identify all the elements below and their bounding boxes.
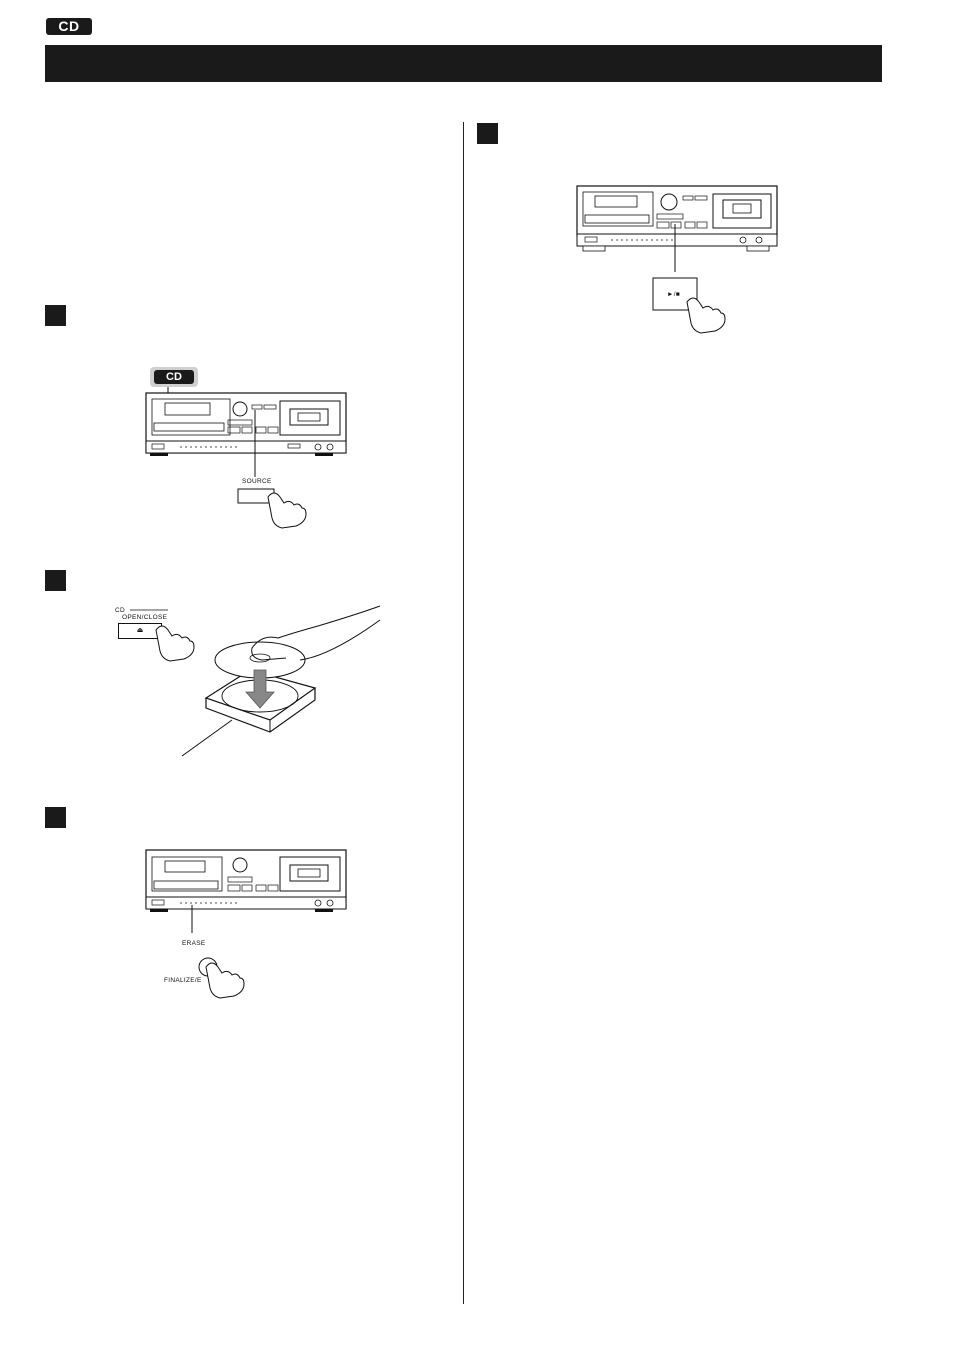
finalize-erase-label: FINALIZE/E <box>164 977 202 984</box>
deck-drawing-erase <box>145 849 347 999</box>
step-2-marker <box>45 570 66 591</box>
step-2-illustration: CD OPEN/CLOSE ⏏ <box>110 600 390 770</box>
column-divider <box>463 122 464 1304</box>
cd-open-close-label-top: CD <box>115 607 125 614</box>
cd-open-close-label-bottom: OPEN/CLOSE <box>122 614 168 621</box>
play-stop-button-label: ►/■ <box>667 291 681 298</box>
step-4-illustration: ►/■ <box>575 182 785 334</box>
step-4-marker <box>477 123 498 144</box>
step-1-marker <box>45 305 66 326</box>
step-3-illustration: ERASE FINALIZE/E <box>140 845 360 999</box>
deck-drawing-play <box>576 185 778 334</box>
cd-section-badge: CD <box>46 18 92 35</box>
disc-tray-drawing <box>130 605 381 757</box>
erase-label: ERASE <box>182 940 206 947</box>
step-1-illustration: CD SOURCE <box>140 365 360 535</box>
cd-display-badge: CD <box>150 367 198 387</box>
cd-display-badge-label: CD <box>154 370 194 384</box>
deck-drawing <box>145 387 347 529</box>
source-button-label: SOURCE <box>242 478 272 485</box>
step-3-marker <box>45 807 66 828</box>
page-title-bar <box>45 45 882 82</box>
